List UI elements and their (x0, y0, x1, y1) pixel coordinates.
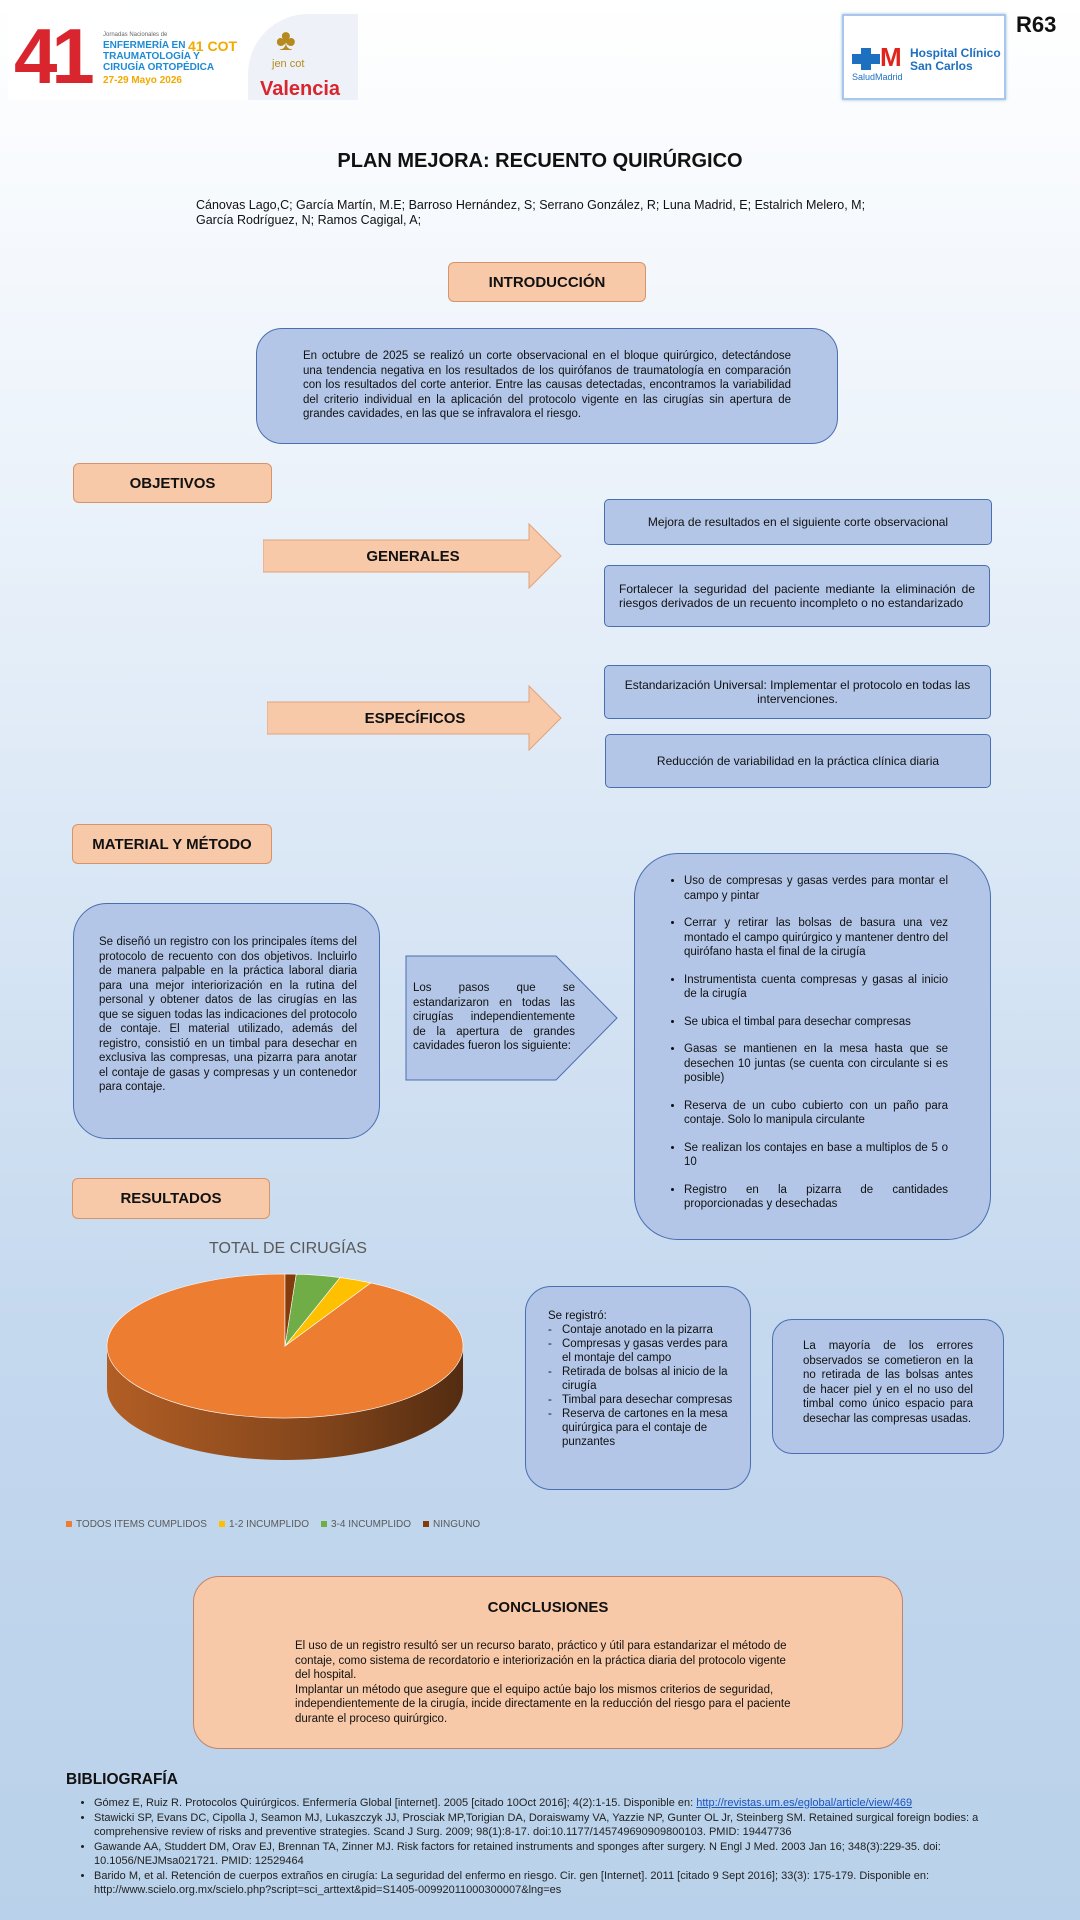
legend-swatch (66, 1521, 72, 1527)
pie-slice (284, 1273, 297, 1347)
list-item: Compresas y gasas verdes para el montaje… (548, 1337, 736, 1365)
list-item: Instrumentista cuenta compresas y gasas … (684, 973, 948, 1002)
material-heading: MATERIAL Y MÉTODO (72, 824, 272, 864)
registro-box: Se registró: Contaje anotado en la pizar… (525, 1286, 751, 1490)
chart-legend: TODOS ITEMS CUMPLIDOS 1-2 INCUMPLIDO 3-4 I… (66, 1517, 566, 1531)
material-steps-list: Uso de compresas y gasas verdes para mon… (671, 874, 948, 1212)
list-item: Uso de compresas y gasas verdes para mon… (684, 874, 948, 903)
errores-text: La mayoría de los errores observados se … (772, 1319, 1004, 1454)
legend-label: TODOS ITEMS CUMPLIDOS (76, 1518, 207, 1530)
legend-item: 1-2 INCUMPLIDO (218, 1517, 309, 1531)
list-item: Cerrar y retirar las bolsas de basura un… (684, 916, 948, 960)
conclusion-paragraph: Implantar un método que asegure que el e… (295, 1683, 791, 1725)
list-item: Se realizan los contajes en base a multi… (684, 1141, 948, 1170)
legend-label: 1-2 INCUMPLIDO (228, 1518, 309, 1530)
legend-item: 3-4 INCUMPLIDO (320, 1517, 411, 1531)
cot-logo: 41 COT (188, 38, 238, 54)
reference-text: Barido M, et al. Retención de cuerpos ex… (94, 1870, 930, 1896)
pie-slice (106, 1273, 464, 1419)
especificos-arrow: ESPECÍFICOS (266, 684, 563, 752)
congress-number: 41 (14, 12, 95, 100)
generales-arrow: GENERALES (262, 522, 563, 590)
intro-text: En octubre de 2025 se realizó un corte o… (256, 328, 838, 444)
conclusiones-text: El uso de un registro resultó ser un rec… (295, 1639, 795, 1726)
poster-title: PLAN MEJORA: RECUENTO QUIRÚRGICO (337, 150, 743, 172)
chart-title: TOTAL DE CIRUGÍAS (209, 1240, 367, 1257)
conclusiones-box: CONCLUSIONES El uso de un registro resul… (193, 1576, 903, 1749)
arrow-shape (262, 522, 562, 590)
list-item: Timbal para desechar compresas (548, 1393, 736, 1407)
jen-cot-logo: jen cot (272, 58, 305, 70)
legend-item: TODOS ITEMS CUMPLIDOS (66, 1517, 207, 1531)
legend-label: 3-4 INCUMPLIDO (330, 1518, 411, 1530)
resultados-heading: RESULTADOS (72, 1178, 270, 1219)
pie-slice-side (107, 1346, 463, 1460)
legend-swatch (422, 1521, 429, 1527)
generales-label: GENERALES (366, 547, 460, 565)
registro-title: Se registró: (548, 1310, 607, 1322)
material-steps-box: Uso de compresas y gasas verdes para mon… (634, 853, 991, 1240)
congress-name: ENFERMERÍA EN TRAUMATOLOGÍA Y CIRUGÍA OR… (103, 40, 214, 73)
material-arrow: Los pasos que se estandarizaron en todas… (405, 955, 619, 1081)
arrow-shape (266, 684, 562, 752)
reference-text: Stawicki SP, Evans DC, Cipolla J, Seamon… (94, 1812, 979, 1838)
congress-line: TRAUMATOLOGÍA Y (103, 51, 200, 62)
bibliografia-heading: BIBLIOGRAFÍA (66, 1771, 178, 1788)
congress-city: Valencia (260, 78, 341, 100)
reference-link[interactable]: http://revistas.um.es/eglobal/article/vi… (696, 1797, 913, 1809)
material-arrow-text: Los pasos que se estandarizaron en todas… (413, 982, 575, 1052)
congress-line: ENFERMERÍA EN (103, 40, 186, 51)
arrow-shape (405, 955, 618, 1081)
intro-heading: INTRODUCCIÓN (448, 262, 646, 302)
congress-date: 27-29 Mayo 2026 (103, 75, 182, 86)
hospital-name-line1: Hospital Clínico (910, 46, 1001, 60)
objetivo-general-2: Fortalecer la seguridad del paciente med… (604, 565, 990, 627)
cross-icon (852, 48, 880, 70)
list-item: Registro en la pizarra de cantidades pro… (684, 1183, 948, 1212)
salud-madrid-label: SaludMadrid (852, 72, 903, 82)
conclusiones-heading: CONCLUSIONES (487, 1599, 609, 1616)
objetivo-especifico-1: Estandarización Universal: Implementar e… (604, 665, 991, 719)
objetivo-especifico-2: Reducción de variabilidad en la práctica… (605, 734, 991, 788)
registro-list: Contaje anotado en la pizarra Compresas … (548, 1323, 736, 1449)
authors: Cánovas Lago,C; García Martín, M.E; Barr… (196, 198, 866, 227)
especificos-label: ESPECÍFICOS (364, 709, 466, 727)
objetivo-general-1: Mejora de resultados en el siguiente cor… (604, 499, 992, 545)
list-item: Gawande AA, Studdert DM, Orav EJ, Brenna… (94, 1840, 1018, 1868)
legend-swatch (320, 1521, 327, 1527)
conclusion-paragraph: El uso de un registro resultó ser un rec… (295, 1640, 787, 1681)
list-item: Gómez E, Ruiz R. Protocolos Quirúrgicos.… (94, 1796, 1018, 1810)
hospital-m-letter: M (880, 42, 902, 72)
congress-line: CIRUGÍA ORTOPÉDICA (103, 62, 215, 73)
list-item: Stawicki SP, Evans DC, Cipolla J, Seamon… (94, 1811, 1018, 1839)
congress-subtitle: Jornadas Nacionales de (103, 32, 168, 38)
list-item: Reserva de un cubo cubierto con un paño … (684, 1099, 948, 1128)
reference-text: Gómez E, Ruiz R. Protocolos Quirúrgicos.… (94, 1797, 697, 1809)
list-item: Retirada de bolsas al inicio de la cirug… (548, 1365, 736, 1393)
legend-label: NINGUNO (432, 1518, 481, 1530)
objetivos-heading: OBJETIVOS (73, 463, 272, 503)
congress-logo: 41 Jornadas Nacionales de ENFERMERÍA EN … (8, 12, 358, 100)
pie-chart (106, 1273, 464, 1460)
poster-id: R63 (1016, 12, 1057, 37)
bibliografia-list: Gómez E, Ruiz R. Protocolos Quirúrgicos.… (78, 1796, 1018, 1898)
material-description: Se diseñó un registro con los principale… (73, 903, 380, 1139)
hospital-name-line2: San Carlos (910, 59, 973, 73)
list-item: Barido M, et al. Retención de cuerpos ex… (94, 1869, 1018, 1897)
list-item: Reserva de cartones en la mesa quirúrgic… (548, 1407, 736, 1449)
legend-item: NINGUNO (422, 1517, 481, 1531)
tree-icon: ♣ (276, 24, 296, 57)
list-item: Se ubica el timbal para desechar compres… (684, 1015, 948, 1030)
list-item: Contaje anotado en la pizarra (548, 1323, 736, 1337)
list-item: Gasas se mantienen en la mesa hasta que … (684, 1042, 948, 1086)
legend-swatch (218, 1521, 225, 1527)
reference-text: Gawande AA, Studdert DM, Orav EJ, Brenna… (94, 1841, 941, 1867)
hospital-logo: M Hospital Clínico San Carlos SaludMadri… (842, 14, 1006, 100)
